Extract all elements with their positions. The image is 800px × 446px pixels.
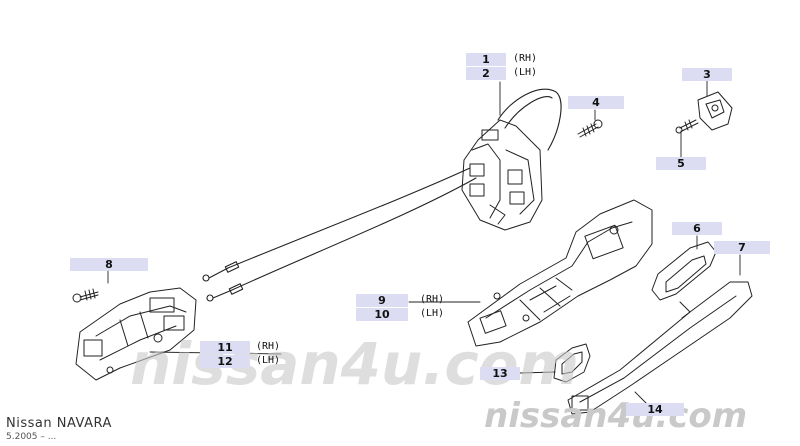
bolt-part-8 <box>72 288 99 303</box>
cable-rods <box>202 88 562 302</box>
callout-12: 12 <box>200 355 250 368</box>
callout-2: 2 <box>466 67 506 80</box>
callout-10: 10 <box>356 308 408 321</box>
callout-3: 3 <box>682 68 732 81</box>
callout-12-side: (LH) <box>256 355 281 366</box>
callout-9-side: (RH) <box>420 294 445 305</box>
callout-14: 14 <box>626 403 684 416</box>
bolt-part-5 <box>675 119 699 134</box>
callout-1: 1 <box>466 53 506 66</box>
watermark-center: nissan4u.com <box>130 330 579 398</box>
footer-model: Nissan NAVARA <box>6 416 112 431</box>
screw-part-4 <box>577 119 603 138</box>
callout-1-side: (RH) <box>513 53 538 64</box>
callout-9: 9 <box>356 294 408 307</box>
callout-13: 13 <box>480 367 520 380</box>
callout-2-side: (LH) <box>513 67 538 78</box>
escutcheon-part-13 <box>553 343 591 383</box>
footer-date: 5.2005 – ... <box>6 432 57 442</box>
watermark-corner: nissan4u.com <box>484 396 748 436</box>
callout-11-side: (RH) <box>256 341 281 352</box>
callout-4: 4 <box>568 96 624 109</box>
door-lock-actuator <box>461 119 543 231</box>
outside-handle-part-7 <box>567 281 753 415</box>
callout-8: 8 <box>70 258 148 271</box>
callout-7: 7 <box>714 241 770 254</box>
callout-11: 11 <box>200 341 250 354</box>
callout-5: 5 <box>656 157 706 170</box>
striker-part-3 <box>697 91 733 131</box>
inside-lock-assembly <box>75 287 197 381</box>
callout-10-side: (LH) <box>420 308 445 319</box>
callout-6: 6 <box>672 222 722 235</box>
outside-handle-bracket <box>467 199 653 347</box>
gasket-part-6 <box>651 241 717 301</box>
